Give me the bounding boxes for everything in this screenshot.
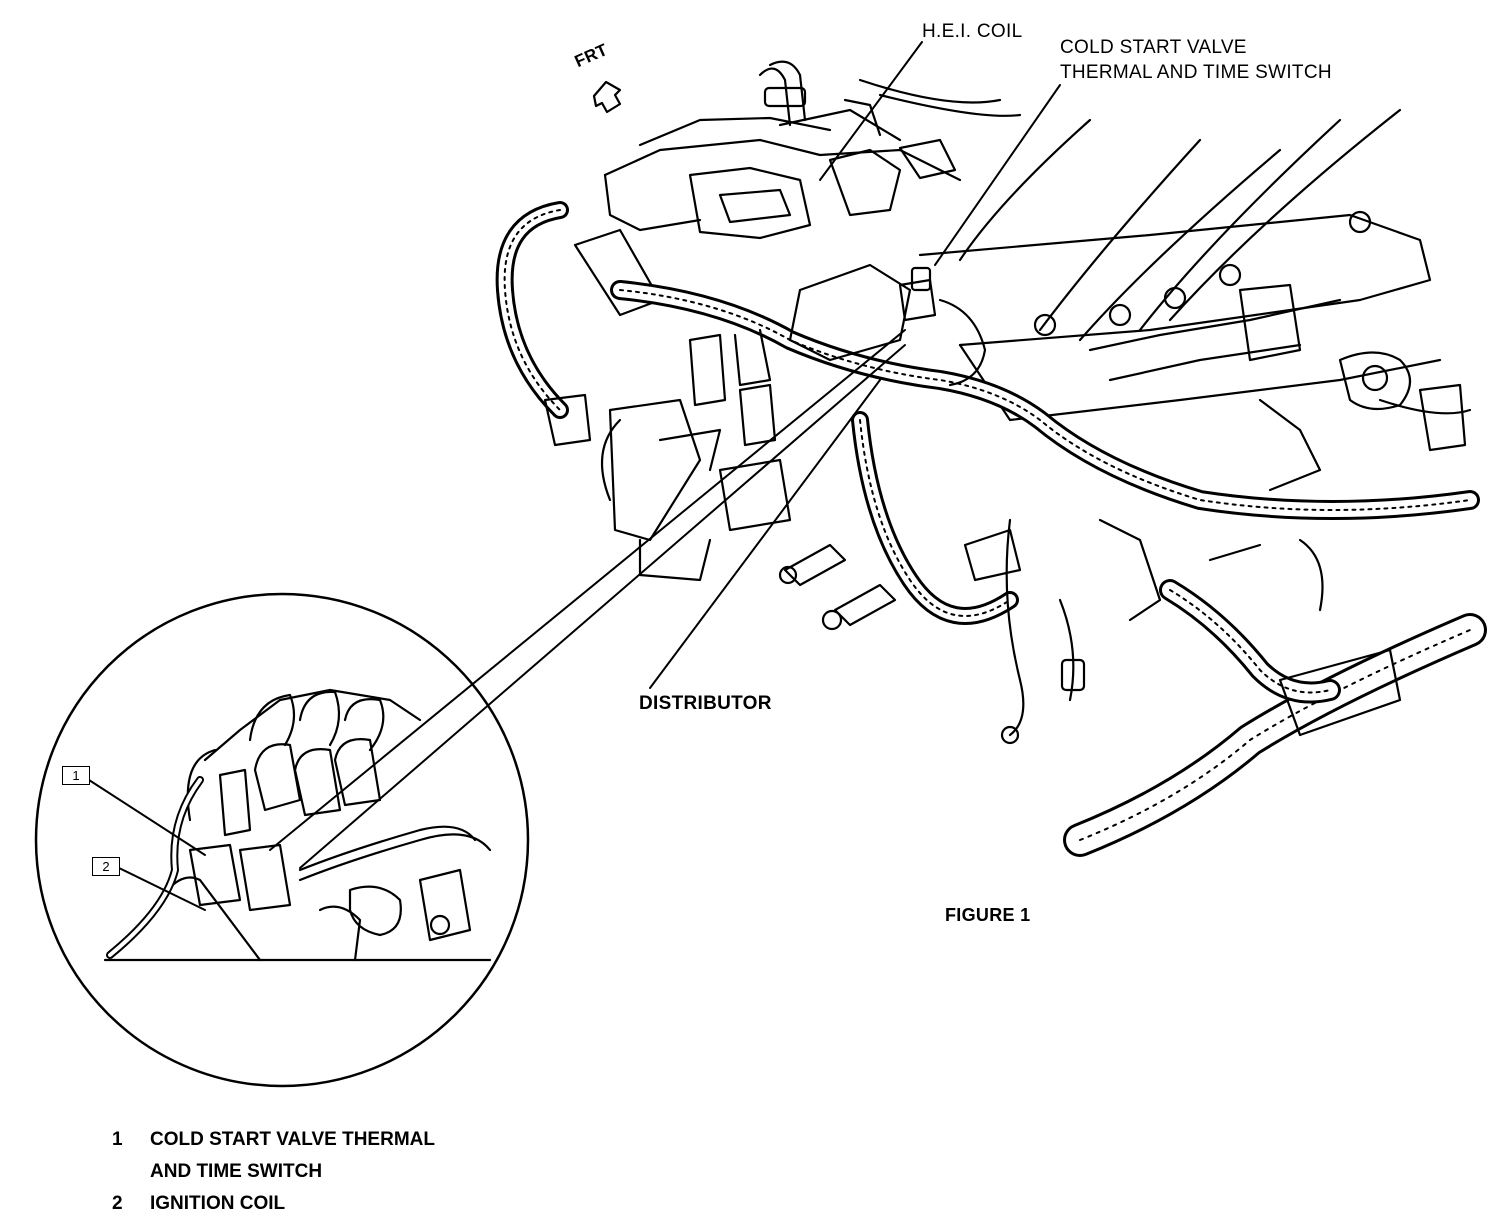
callout-2: 2 — [92, 857, 120, 876]
callout-1: 1 — [62, 766, 90, 785]
legend-text: COLD START VALVE THERMAL — [150, 1129, 435, 1150]
legend-item-continued: AND TIME SWITCH — [112, 1156, 435, 1188]
figure-caption: FIGURE 1 — [945, 905, 1031, 925]
legend-text: AND TIME SWITCH — [150, 1161, 323, 1182]
hei-coil-label: H.E.I. COIL — [922, 21, 1023, 42]
detail-magnifier — [34, 592, 530, 1088]
leader-lines — [269, 41, 1061, 869]
cold-start-label-line1: COLD START VALVE — [1060, 37, 1247, 58]
cold-start-label-line2: THERMAL AND TIME SWITCH — [1060, 62, 1332, 83]
front-arrow-icon — [592, 80, 622, 114]
engine-assembly — [495, 60, 1487, 857]
legend-item: 1 COLD START VALVE THERMAL — [112, 1124, 435, 1156]
legend-number: 2 — [112, 1193, 123, 1214]
legend-number: 1 — [112, 1129, 123, 1150]
callout-leaders — [88, 779, 206, 911]
legend-item: 2 IGNITION COIL — [112, 1188, 435, 1220]
legend: 1 COLD START VALVE THERMAL AND TIME SWIT… — [112, 1124, 435, 1220]
legend-text: IGNITION COIL — [150, 1193, 286, 1214]
distributor-label: DISTRIBUTOR — [639, 693, 772, 714]
